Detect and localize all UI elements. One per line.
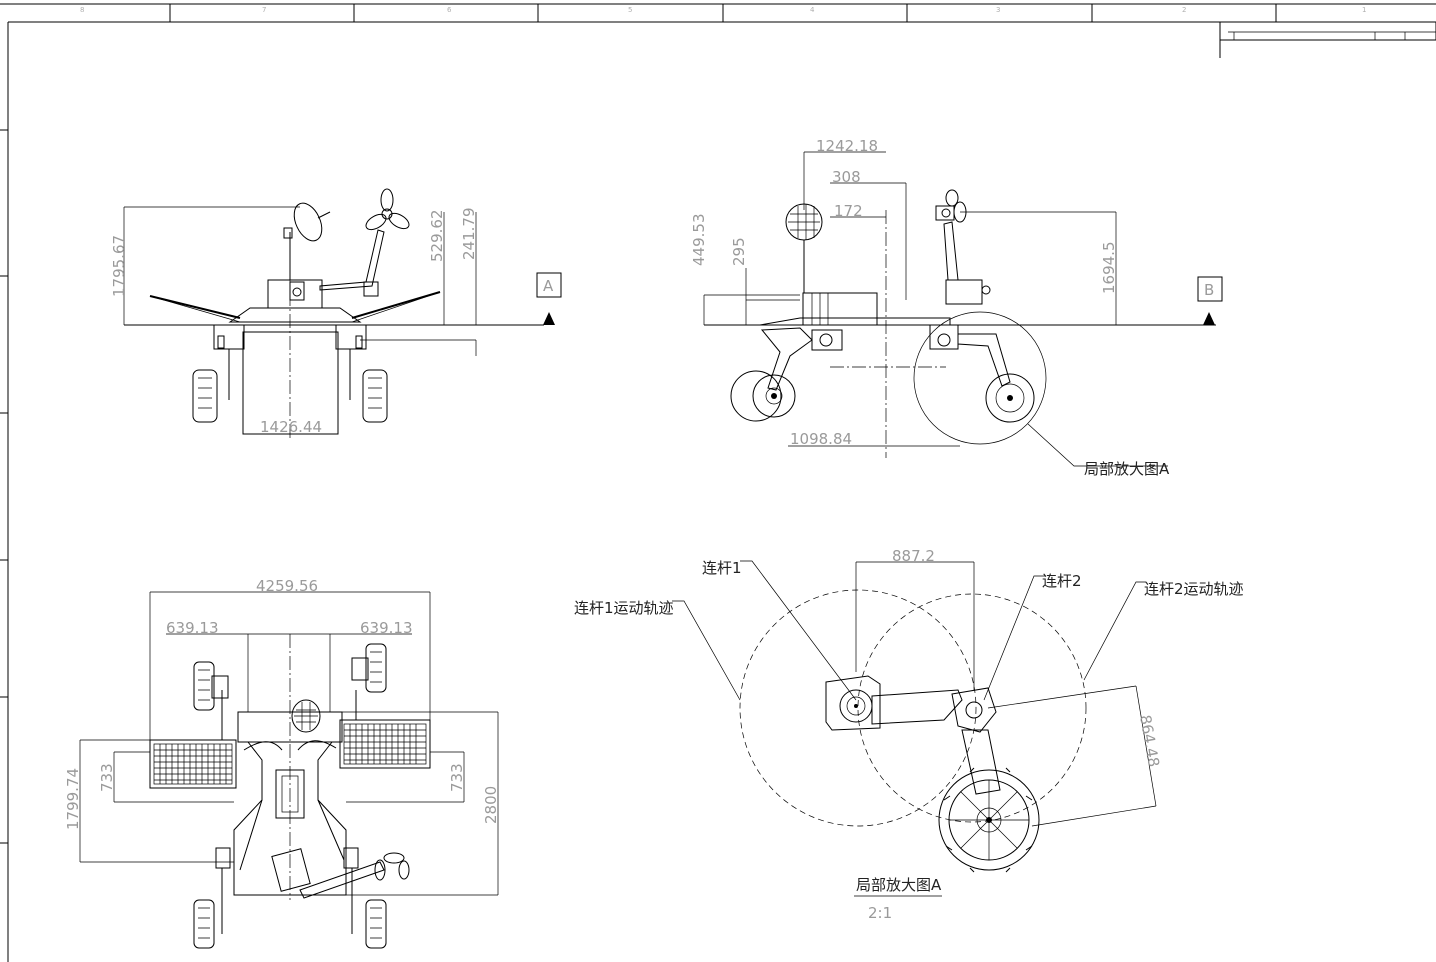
dim-left-offset: 639.13 <box>166 619 219 637</box>
dim-track-width: 1426.44 <box>260 418 322 436</box>
dim-right-height: 1694.5 <box>1100 242 1118 295</box>
dim-right-panel: 733 <box>448 763 466 792</box>
wheel-icon <box>351 643 387 693</box>
label-link1: 连杆1 <box>702 559 742 577</box>
wheel-icon <box>193 847 231 949</box>
dim-top-width: 1242.18 <box>816 137 878 155</box>
wheel-icon <box>938 767 1040 873</box>
dim-diagonal: 864.48 <box>1136 714 1163 769</box>
label-link1-track: 连杆1运动轨迹 <box>574 599 674 617</box>
detail-title: 局部放大图A <box>856 876 942 894</box>
border-number: 7 <box>262 6 266 14</box>
border-number: 1 <box>1362 6 1366 14</box>
dim-308: 308 <box>832 168 861 186</box>
dim-arm-height: 529.62 <box>428 210 446 263</box>
wheel-icon <box>193 661 229 711</box>
dim-left-panel: 733 <box>98 763 116 792</box>
dim-295: 295 <box>730 237 748 266</box>
front-view: 1795.67 529.62 241.79 1426.44 A <box>110 188 562 440</box>
side-view: 局部放大图A 1242.18 308 172 449.53 295 1694.5… <box>690 137 1223 478</box>
dim-right-offset: 639.13 <box>360 619 413 637</box>
border-number: 3 <box>996 6 1000 14</box>
solar-panel-icon <box>149 739 237 789</box>
detail-scale: 2:1 <box>868 904 892 922</box>
dim-left-height: 449.53 <box>690 214 708 267</box>
detail-callout-label: 局部放大图A <box>1084 460 1170 478</box>
dim-wheelbase: 1098.84 <box>790 430 852 448</box>
detail-view: 887.2 864.48 连杆1 连杆2 连杆1运动轨迹 <box>574 547 1244 922</box>
border-number: 8 <box>80 6 84 14</box>
border-number: 5 <box>628 6 632 14</box>
fan-icon <box>374 852 410 881</box>
dim-overall-width: 4259.56 <box>256 577 318 595</box>
dim-mast-height: 241.79 <box>460 208 478 261</box>
drawing-border: 8 7 6 5 4 3 2 1 <box>0 3 1436 962</box>
dim-length: 2800 <box>482 786 500 824</box>
section-marker-a: A <box>543 277 554 295</box>
border-number: 2 <box>1182 6 1186 14</box>
dim-left-height: 1799.74 <box>64 768 82 830</box>
label-link2-track: 连杆2运动轨迹 <box>1144 580 1244 598</box>
top-view: 4259.56 639.13 639.13 <box>64 577 500 949</box>
solar-panel-icon <box>339 719 431 769</box>
border-number: 4 <box>810 6 815 14</box>
dim-height-total: 1795.67 <box>110 235 128 297</box>
wheel-icon <box>985 373 1035 423</box>
wheel-icon <box>730 370 796 422</box>
dim-172: 172 <box>834 202 863 220</box>
fan-icon <box>365 188 410 231</box>
border-number: 6 <box>447 6 452 14</box>
label-link2: 连杆2 <box>1042 572 1082 590</box>
section-marker-b: B <box>1204 281 1214 299</box>
wheel-icon <box>343 847 387 949</box>
dim-horizontal: 887.2 <box>892 547 935 565</box>
